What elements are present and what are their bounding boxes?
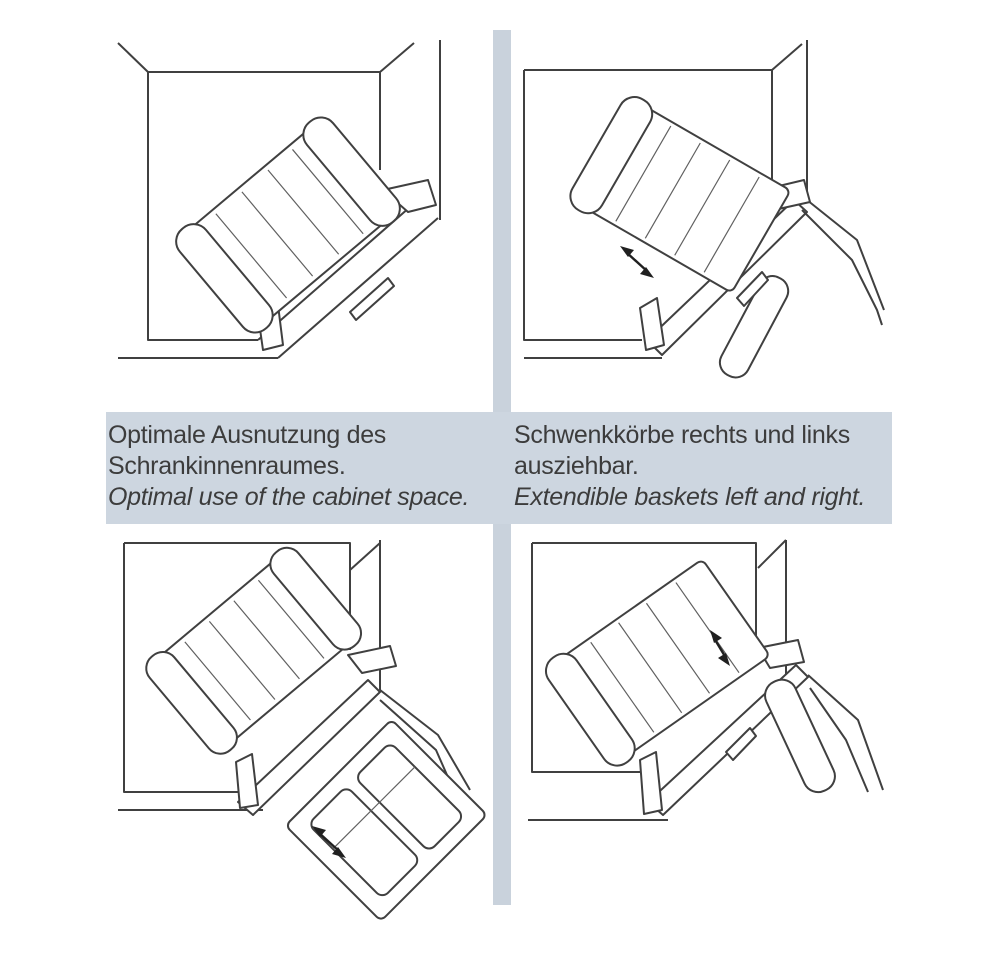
basket-rear bbox=[715, 271, 793, 382]
caption-left-de-line2: Schrankinnenraumes. bbox=[108, 452, 346, 480]
basket-front bbox=[540, 555, 773, 772]
slide-rail bbox=[350, 278, 394, 320]
basket-front bbox=[170, 111, 407, 339]
double-arrow-icon bbox=[312, 826, 346, 858]
caption-left-en: Optimal use of the cabinet space. bbox=[108, 483, 470, 511]
double-arrow-icon bbox=[620, 246, 654, 278]
diagram-basket-extended-right bbox=[528, 540, 888, 830]
door-hinge bbox=[640, 640, 804, 814]
diagram-baskets-stored bbox=[118, 40, 458, 370]
basket-extended bbox=[285, 720, 487, 922]
caption-left: Optimale Ausnutzung des Schrankinnenraum… bbox=[108, 420, 469, 513]
basket-front bbox=[565, 91, 794, 297]
diagram-baskets-swung-out bbox=[522, 40, 884, 385]
basket-rear bbox=[760, 675, 840, 797]
caption-right: Schwenkkörbe rechts und links ausziehbar… bbox=[514, 420, 865, 513]
slide-rail bbox=[726, 728, 756, 760]
door-hinge bbox=[236, 646, 396, 808]
caption-left-de-line1: Optimale Ausnutzung des bbox=[108, 421, 387, 449]
caption-right-de-line1: Schwenkkörbe rechts und links bbox=[514, 421, 850, 449]
caption-right-de-line2: ausziehbar. bbox=[514, 452, 639, 480]
basket-front bbox=[140, 542, 367, 760]
caption-right-en: Extendible baskets left and right. bbox=[514, 483, 866, 511]
diagram-basket-extended-left bbox=[118, 540, 488, 895]
cabinet-outline bbox=[524, 40, 807, 358]
caption-band bbox=[106, 412, 892, 524]
slide-rail bbox=[737, 272, 768, 306]
double-arrow-icon bbox=[710, 630, 730, 666]
